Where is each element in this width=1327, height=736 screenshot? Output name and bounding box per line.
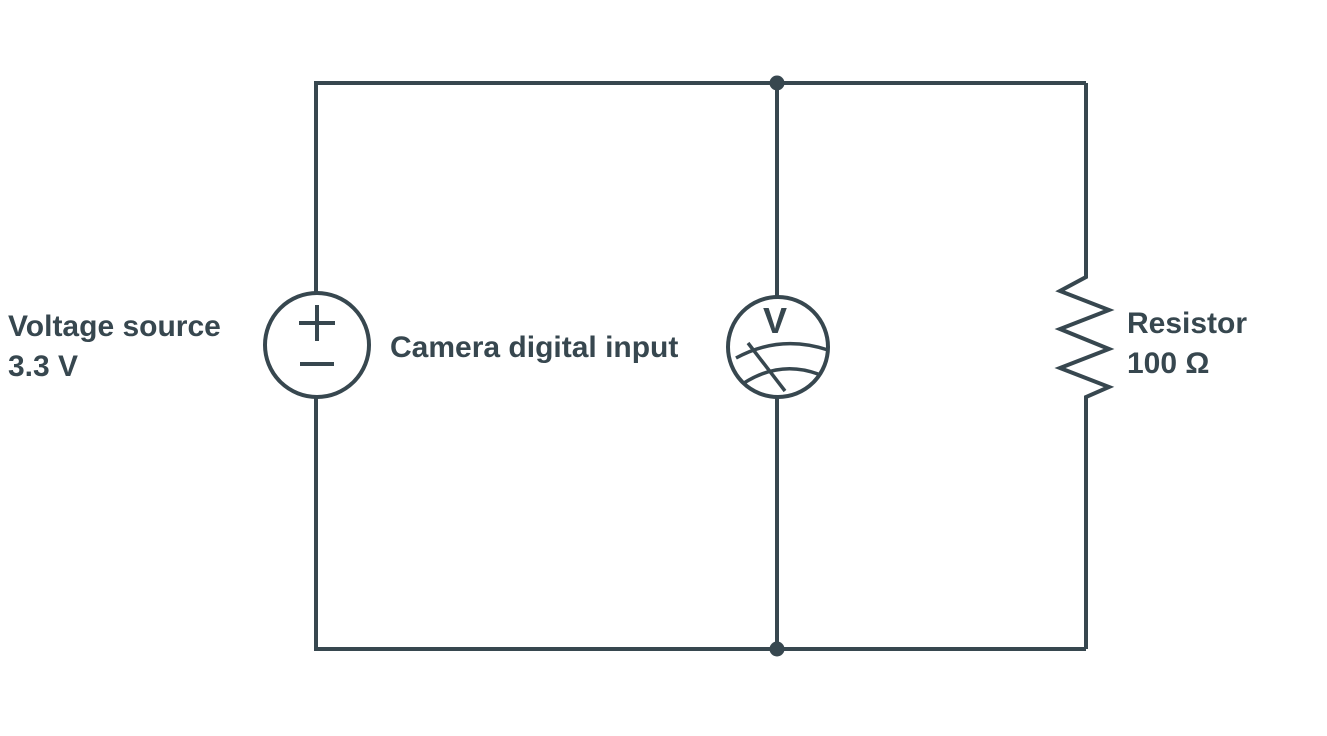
voltage-source-value: 3.3 V [8,350,79,383]
resistor-symbol [1054,83,1115,649]
voltmeter-label: Camera digital input [390,331,679,364]
voltage-source-name: Voltage source [8,310,221,343]
junction-dot-top [769,75,785,91]
meter-scale-arc-upper [735,341,829,360]
junction-dot-bottom [769,641,785,657]
meter-needle [746,341,787,393]
resistor-value: 100 Ω [1127,347,1210,380]
meter-scale-arc-lower [743,367,819,385]
voltage-source-label: Voltage source 3.3 V [8,307,221,387]
voltmeter-symbol: V [726,295,830,399]
voltmeter-v-glyph: V [763,300,787,341]
voltmeter-circle [726,295,830,399]
resistor-label: Resistor 100 Ω [1127,304,1247,384]
voltage-source-circle [263,291,371,399]
voltage-source-symbol [263,291,371,399]
resistor-name: Resistor [1127,307,1248,340]
